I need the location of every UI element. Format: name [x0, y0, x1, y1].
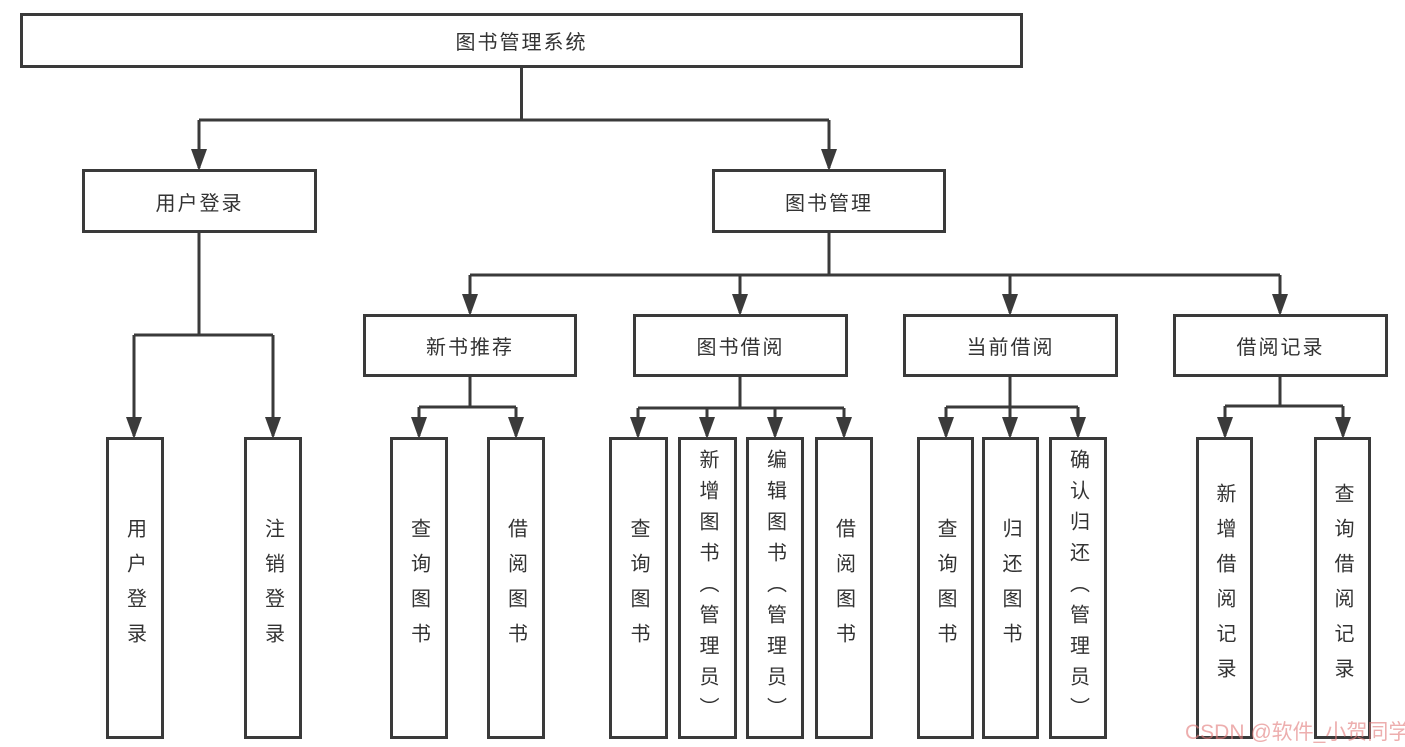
arrow-down-icon: [836, 417, 852, 439]
node-label: 确认归还（管理员）: [1066, 448, 1089, 728]
arrow-down-icon: [938, 417, 954, 439]
node-label: 查询图书: [627, 518, 649, 658]
leaf-edit-books-admin: 编辑图书（管理员）: [746, 437, 804, 739]
arrow-down-icon: [191, 149, 207, 171]
leaf-add-borrow-record: 新增借阅记录: [1196, 437, 1253, 739]
node-label: 图书管理系统: [455, 32, 588, 54]
leaf-query-books-borrowing: 查询图书: [609, 437, 668, 739]
leaf-query-books-recommend: 查询图书: [390, 437, 448, 739]
node-label: 用户登录: [123, 518, 146, 658]
leaf-query-borrow-record: 查询借阅记录: [1314, 437, 1371, 739]
node-label: 借阅图书: [832, 518, 855, 658]
arrow-down-icon: [821, 149, 837, 171]
arrow-down-icon: [699, 417, 715, 439]
node-label: 新增借阅记录: [1213, 483, 1235, 693]
leaf-logout: 注销登录: [244, 437, 302, 739]
arrow-down-icon: [265, 417, 281, 439]
arrow-down-icon: [630, 417, 646, 439]
node-label: 查询图书: [934, 518, 956, 658]
leaf-confirm-return-admin: 确认归还（管理员）: [1049, 437, 1107, 739]
arrow-down-icon: [1002, 417, 1018, 439]
arrow-down-icon: [1217, 417, 1233, 439]
node-book-management: 图书管理: [712, 169, 946, 233]
leaf-add-books-admin: 新增图书（管理员）: [678, 437, 737, 739]
leaf-query-books-current: 查询图书: [917, 437, 974, 739]
arrow-down-icon: [508, 417, 524, 439]
leaf-borrow-books-recommend: 借阅图书: [487, 437, 545, 739]
node-label: 用户登录: [155, 192, 244, 215]
node-label: 查询图书: [407, 518, 430, 658]
leaf-return-books: 归还图书: [982, 437, 1039, 739]
leaf-user-login: 用户登录: [106, 437, 164, 739]
node-new-book-recommendation: 新书推荐: [363, 314, 577, 377]
arrow-down-icon: [126, 417, 142, 439]
tree-edges: [132, 68, 1345, 436]
node-label: 借阅记录: [1236, 337, 1325, 359]
arrow-down-icon: [411, 417, 427, 439]
node-user-login: 用户登录: [82, 169, 317, 233]
node-root-system: 图书管理系统: [20, 13, 1023, 68]
node-current-borrowing: 当前借阅: [903, 314, 1118, 377]
leaf-borrow-books: 借阅图书: [815, 437, 873, 739]
node-label: 当前借阅: [966, 337, 1055, 359]
arrow-down-icon: [1335, 417, 1351, 439]
node-borrowing-records: 借阅记录: [1173, 314, 1388, 377]
arrow-down-icon: [732, 294, 748, 316]
arrow-down-icon: [1002, 294, 1018, 316]
node-label: 注销登录: [261, 518, 284, 658]
arrow-down-icon: [767, 417, 783, 439]
node-label: 归还图书: [999, 518, 1021, 658]
node-label: 查询借阅记录: [1331, 483, 1353, 693]
node-label: 图书借阅: [696, 337, 785, 359]
arrow-down-icon: [1272, 294, 1288, 316]
node-label: 新书推荐: [426, 337, 514, 359]
node-label: 图书管理: [785, 192, 873, 215]
node-label: 借阅图书: [504, 518, 527, 658]
node-label: 编辑图书（管理员）: [763, 448, 786, 728]
node-label: 新增图书（管理员）: [696, 448, 718, 728]
arrow-down-icon: [1070, 417, 1086, 439]
arrow-down-icon: [462, 294, 478, 316]
node-book-borrowing: 图书借阅: [633, 314, 848, 377]
